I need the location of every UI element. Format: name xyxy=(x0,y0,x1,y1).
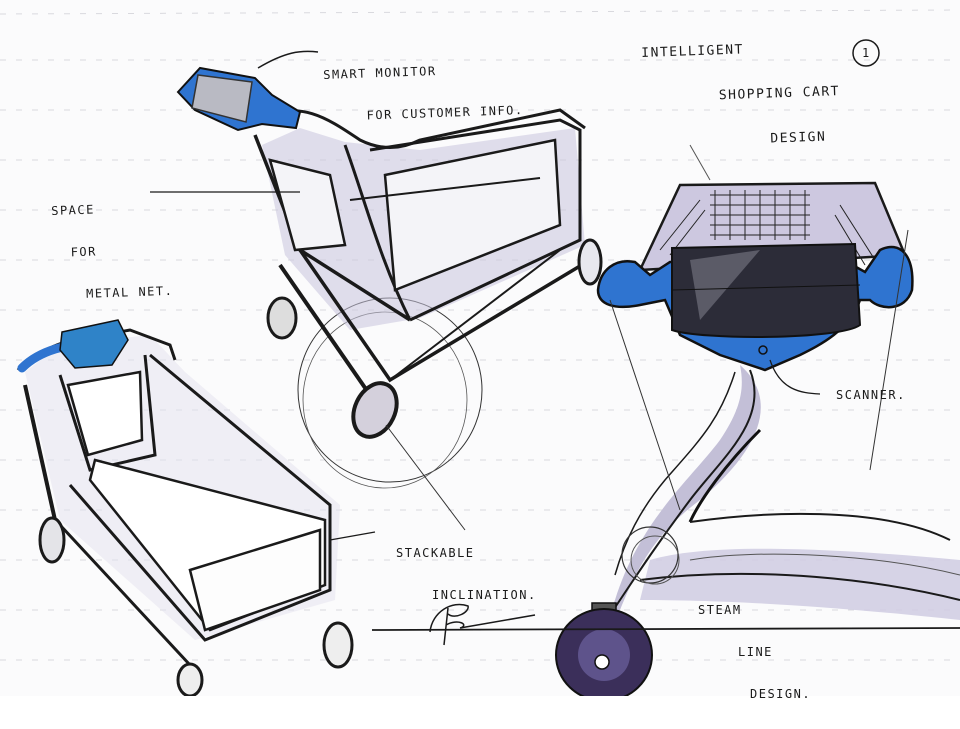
annotation-space-for-net: SPACE FOR METAL NET. xyxy=(50,172,175,330)
title-line-2: SHOPPING CART xyxy=(718,84,841,104)
annotation-line: SPACE xyxy=(50,202,96,218)
annotation-stackable: STACKABLE INCLINATION. xyxy=(396,518,537,630)
annotation-line: DESIGN. xyxy=(750,687,812,701)
annotation-line: LINE xyxy=(738,645,773,659)
annotation-scanner: SCANNER. xyxy=(836,388,906,402)
page-title: INTELLIGENT SHOPPING CART DESIGN xyxy=(640,9,843,181)
ground-line xyxy=(371,627,960,631)
sketch-sheet: INTELLIGENT SHOPPING CART DESIGN 1 SMART… xyxy=(0,9,960,701)
annotation-stream-line: STEAM LINE DESIGN. xyxy=(698,575,811,729)
annotation-line: METAL NET. xyxy=(85,283,174,301)
title-line-3: DESIGN xyxy=(770,129,827,147)
annotation-line: STEAM xyxy=(698,603,742,617)
handle-detail-sketch xyxy=(555,144,960,696)
sketch-drawing xyxy=(0,9,960,696)
annotation-line: FOR xyxy=(70,244,98,260)
sheet-number: 1 xyxy=(862,46,871,60)
annotation-line: INCLINATION. xyxy=(432,588,537,602)
cart-sketch-rear xyxy=(16,319,376,696)
cart-sketch-main xyxy=(150,50,603,531)
signature xyxy=(429,603,536,646)
annotation-line: FOR CUSTOMER INFO. xyxy=(366,103,524,123)
sheet-number-circle xyxy=(852,39,880,67)
annotation-smart-monitor: SMART MONITOR FOR CUSTOMER INFO. xyxy=(322,33,525,152)
annotation-line: STACKABLE xyxy=(396,546,475,560)
annotation-line: SMART MONITOR xyxy=(322,64,437,82)
title-line-1: INTELLIGENT xyxy=(641,42,745,61)
